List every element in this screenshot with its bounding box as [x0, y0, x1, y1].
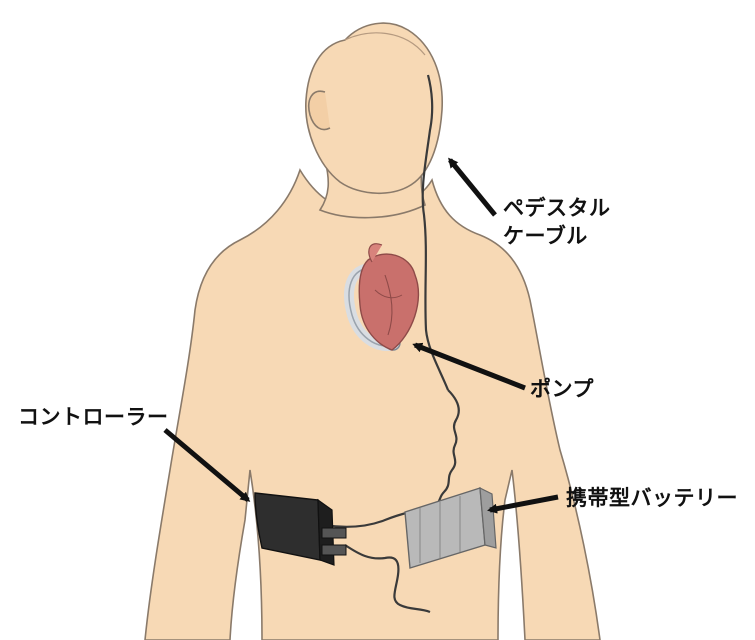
label-pump: ポンプ — [530, 375, 594, 403]
label-pedestal-cable-line2: ケーブル — [503, 222, 611, 250]
label-pedestal-cable: ペデスタル ケーブル — [503, 194, 611, 250]
label-portable-battery: 携帯型バッテリー — [566, 484, 738, 512]
label-pedestal-cable-line1: ペデスタル — [503, 194, 611, 222]
label-controller: コントローラー — [18, 403, 169, 431]
arrow-pedestal-cable — [450, 160, 495, 215]
